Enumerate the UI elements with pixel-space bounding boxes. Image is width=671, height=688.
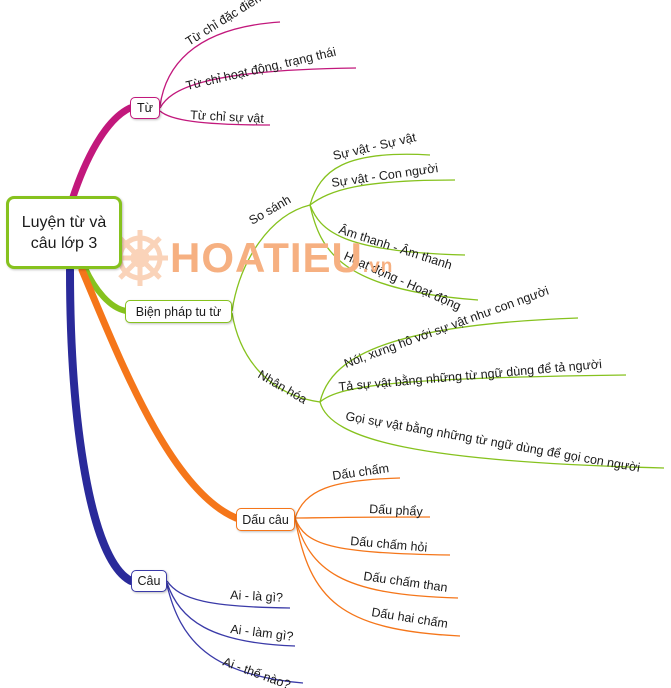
tu-branch-3 xyxy=(159,110,271,126)
nhan-hoa-branch-1 xyxy=(319,317,579,403)
node-tu-label: Từ xyxy=(136,101,153,115)
node-tu[interactable]: Từ xyxy=(130,97,160,119)
so-sanh-branch-1 xyxy=(309,153,431,206)
cau-branch-3 xyxy=(166,584,304,684)
dau-cau-item-5: Dấu hai chấm xyxy=(371,605,449,631)
dau-cau-item-1: Dấu chấm xyxy=(331,461,389,483)
dau-cau-branch-5 xyxy=(294,517,461,637)
root-title-line2: câu lớp 3 xyxy=(30,234,98,252)
cau-item-3: Ai - thế nào? xyxy=(221,655,292,688)
nhan-hoa-branch-3 xyxy=(319,401,665,469)
nhan-hoa-label: Nhân hóa xyxy=(256,367,310,406)
root-node[interactable]: Luyện từ và câu lớp 3 xyxy=(6,196,122,269)
watermark-suffix: .vn xyxy=(362,256,394,277)
node-cau[interactable]: Câu xyxy=(131,570,167,592)
so-sanh-label: So sánh xyxy=(247,193,294,228)
dau-cau-item-2: Dấu phẩy xyxy=(369,502,424,519)
node-cau-label: Câu xyxy=(137,574,161,588)
root-title-line1: Luyện từ và xyxy=(21,213,107,231)
branch-tu-trunk xyxy=(68,104,134,204)
node-dau-cau[interactable]: Dấu câu xyxy=(236,508,295,531)
so-sanh-item-2: Sự vật - Con người xyxy=(330,161,439,190)
tu-item-1: Từ chỉ đặc điểm xyxy=(183,0,266,49)
cau-branch-1 xyxy=(166,580,291,609)
nhan-hoa-branch-2 xyxy=(319,374,627,403)
bp-to-so-sanh xyxy=(231,204,311,312)
so-sanh-branch-2 xyxy=(309,179,456,206)
dau-cau-branch-2 xyxy=(294,516,431,519)
dau-cau-branch-3 xyxy=(294,517,451,556)
cau-item-1: Ai - là gì? xyxy=(230,588,284,605)
tu-branch-2 xyxy=(159,67,357,109)
dau-cau-branch-4 xyxy=(294,517,459,599)
nhan-hoa-item-2: Tả sự vật bằng những từ ngữ dùng để tả n… xyxy=(338,356,602,394)
dau-cau-branch-1 xyxy=(294,477,401,519)
branch-bien-phap-trunk xyxy=(82,265,129,314)
watermark-text: HOATIEU.vn xyxy=(170,236,393,289)
cau-item-2: Ai - làm gì? xyxy=(230,622,294,644)
watermark-brand: HOATIEU xyxy=(170,234,363,281)
so-sanh-branch-3 xyxy=(309,204,466,256)
node-bien-phap-label: Biện pháp tu từ xyxy=(135,304,222,319)
branch-dau-cau-trunk xyxy=(78,266,240,522)
dau-cau-item-3: Dấu chấm hỏi xyxy=(350,534,428,555)
bp-to-nhan-hoa xyxy=(231,312,321,403)
so-sanh-item-1: Sự vật - Sự vật xyxy=(332,130,418,163)
tu-branch-1 xyxy=(159,21,281,107)
branch-cau-trunk xyxy=(66,266,135,585)
so-sanh-branch-4 xyxy=(309,204,479,301)
node-dau-cau-label: Dấu câu xyxy=(242,512,289,527)
node-bien-phap-tu-tu[interactable]: Biện pháp tu từ xyxy=(125,300,232,323)
tu-item-3: Từ chỉ sự vật xyxy=(190,108,265,126)
cau-branch-2 xyxy=(166,582,296,647)
nhan-hoa-item-3: Gọi sự vật bằng những từ ngữ dùng để gọi… xyxy=(344,408,641,475)
root-title: Luyện từ và câu lớp 3 xyxy=(22,212,107,254)
dau-cau-item-4: Dấu chấm than xyxy=(363,569,449,595)
